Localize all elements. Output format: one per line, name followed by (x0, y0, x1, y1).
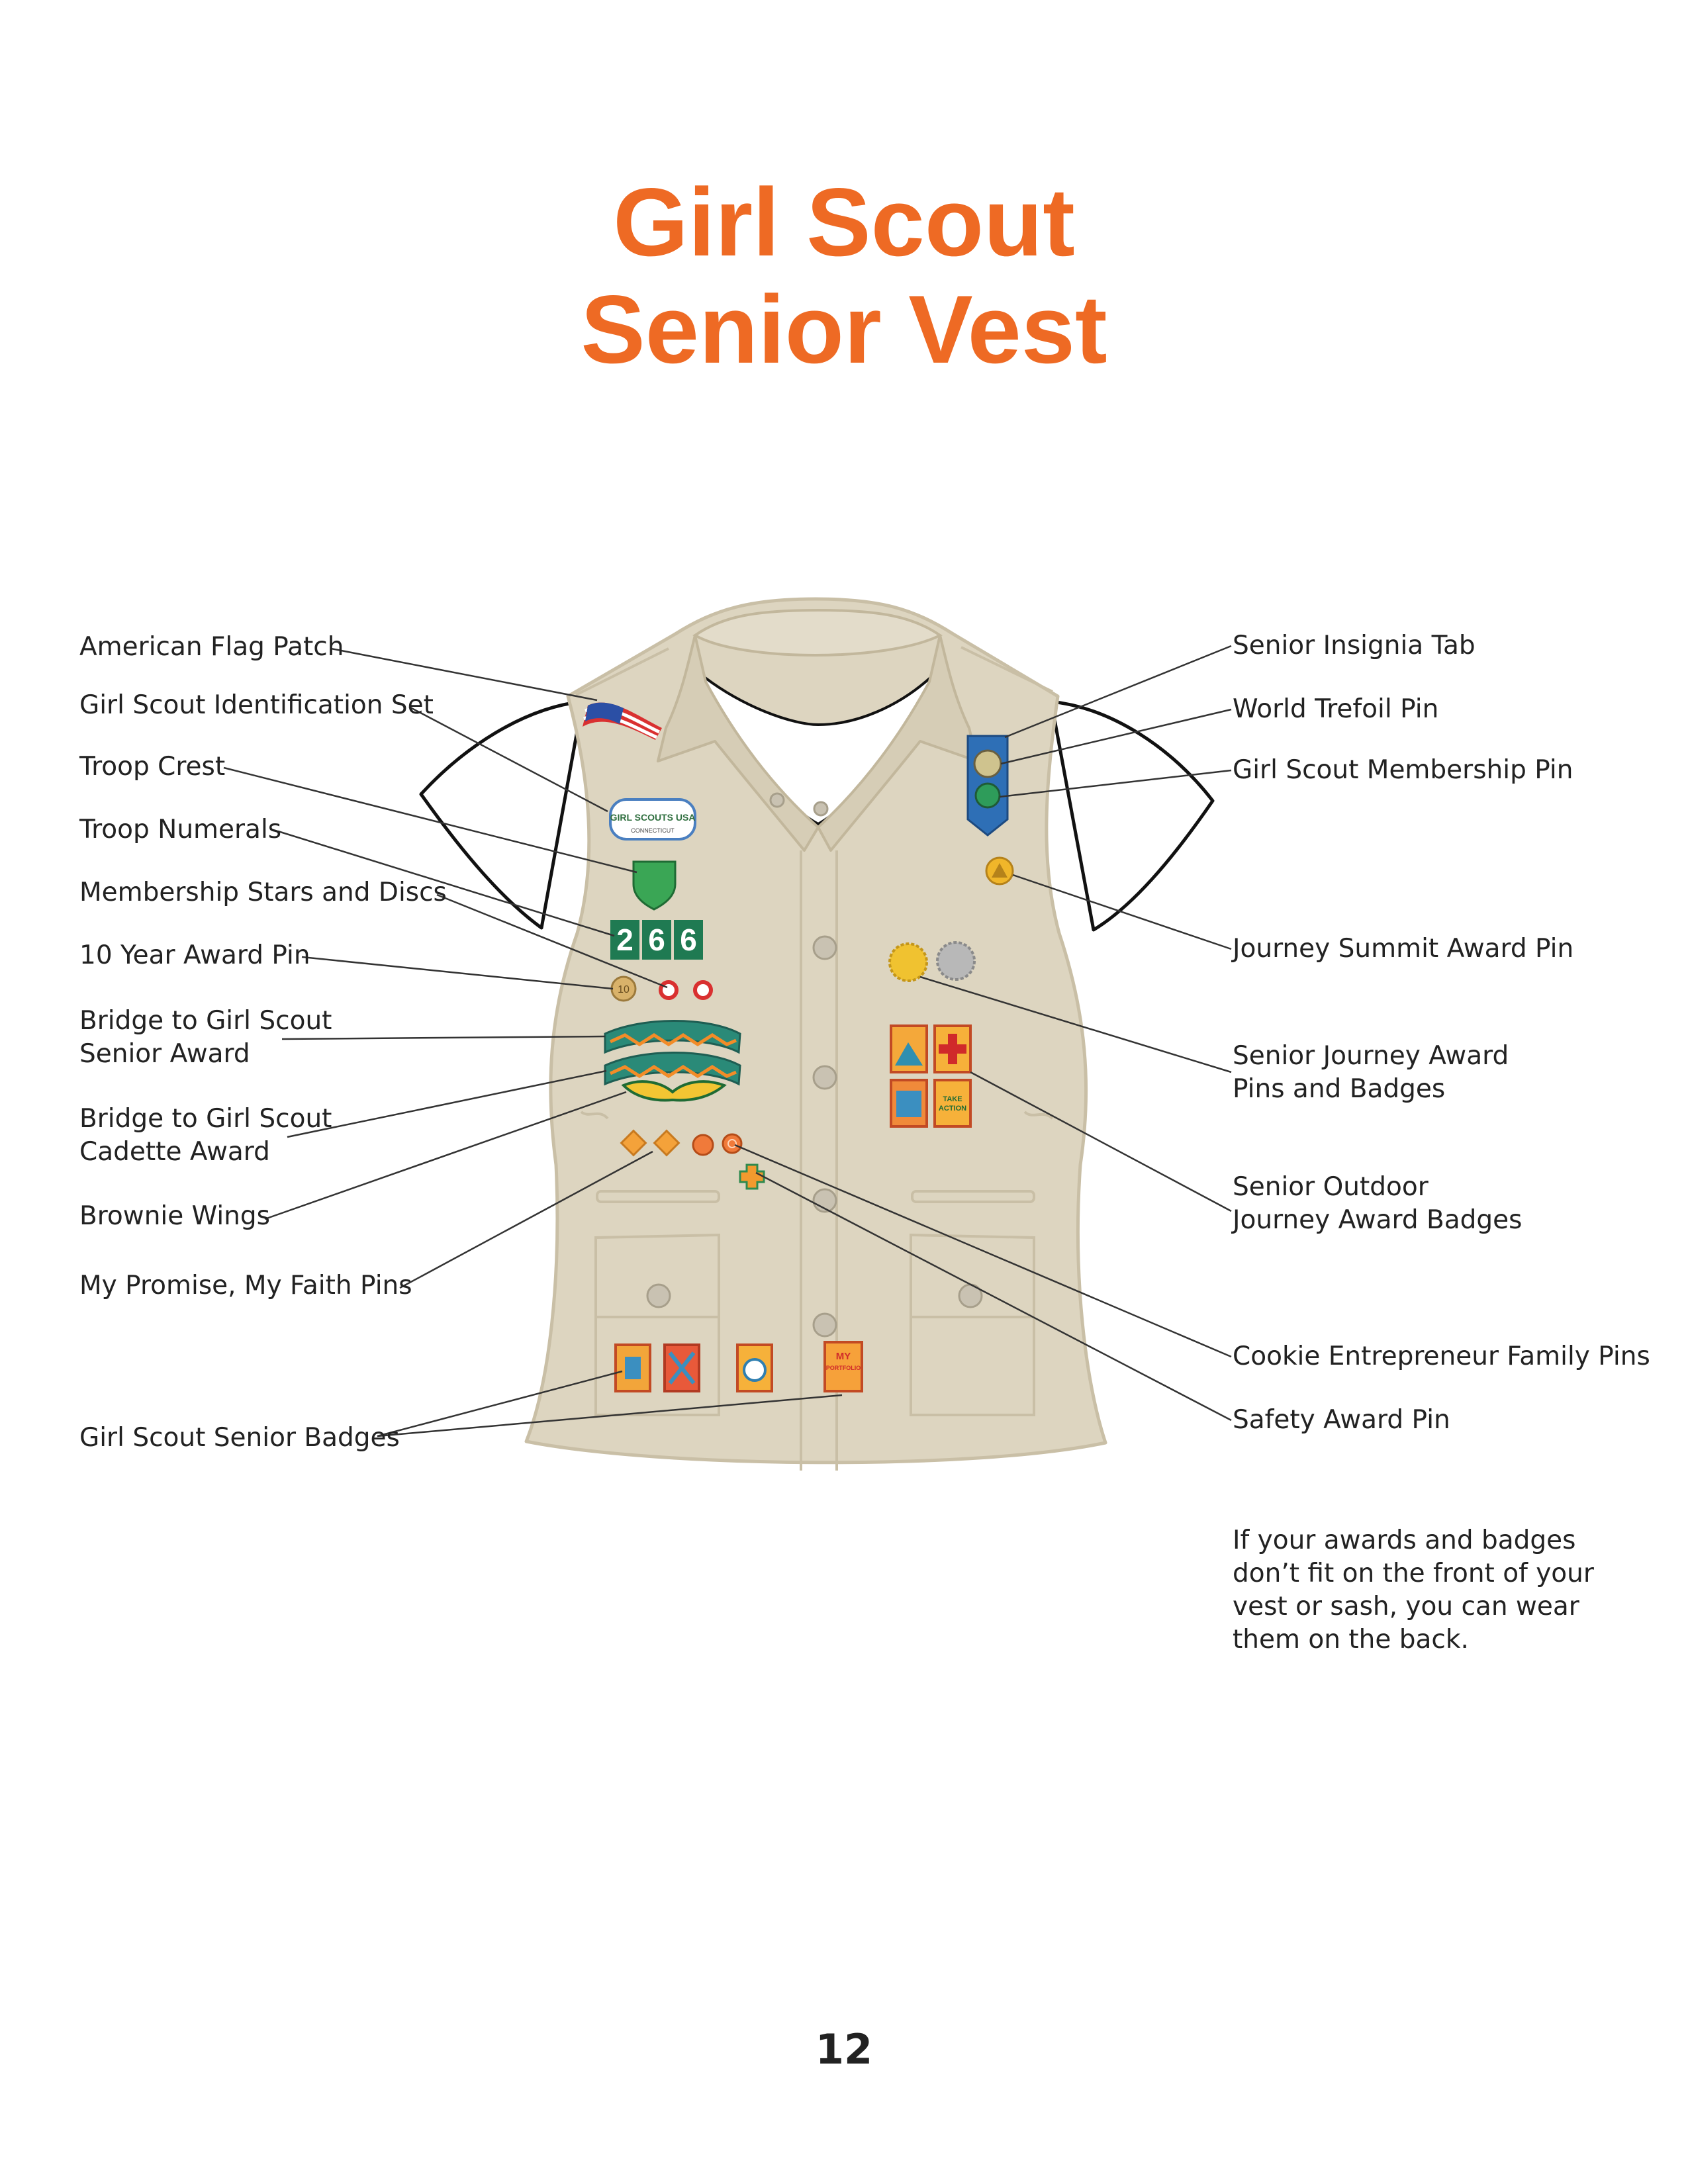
note-line-4: them on the back. (1233, 1625, 1469, 1655)
label-text: Troop Crest (79, 752, 226, 782)
label-my-promise-my-faith-pins: My Promise, My Faith Pins (79, 1269, 412, 1302)
label-text: World Trefoil Pin (1233, 694, 1439, 724)
ten-year-award-pin: 10 (610, 976, 637, 1002)
label-text: My Promise, My Faith Pins (79, 1271, 412, 1300)
troop-numerals: 2 6 6 (610, 920, 703, 960)
cookie-entrepreneur-pins (692, 1133, 743, 1156)
label-text-line-1: Senior Journey Award (1233, 1041, 1509, 1071)
id-set-text-1: GIRL SCOUTS USA (610, 812, 696, 823)
label-journey-summit-award-pin: Journey Summit Award Pin (1233, 933, 1573, 966)
bridge-cadette-award-pattern (609, 1065, 737, 1078)
vest-collar-right (817, 634, 978, 852)
label-troop-crest: Troop Crest (79, 751, 225, 784)
label-text: Girl Scout Identification Set (79, 690, 434, 720)
label-text: Journey Summit Award Pin (1233, 934, 1574, 964)
page-title-line-1: Girl Scout (613, 168, 1075, 276)
senior-outdoor-journey-badges: TAKE ACTION (890, 1024, 972, 1128)
note-line-1: If your awards and badges (1233, 1525, 1576, 1555)
id-set-text-2: CONNECTICUT (631, 827, 675, 834)
membership-pin (974, 782, 1001, 809)
my-promise-my-faith-pins (620, 1129, 680, 1157)
senior-journey-pin-gold (888, 942, 928, 982)
right-tshirt-sleeve (1049, 700, 1215, 932)
label-identification-set: Girl Scout Identification Set (79, 689, 434, 722)
label-senior-badges: Girl Scout Senior Badges (79, 1422, 400, 1455)
page-title-line-2: Senior Vest (581, 275, 1107, 383)
left-tshirt-sleeve (419, 700, 585, 930)
take-action-text-1: TAKE (943, 1095, 962, 1103)
label-membership-pin: Girl Scout Membership Pin (1233, 754, 1573, 787)
label-cookie-entrepreneur-pins: Cookie Entrepreneur Family Pins (1233, 1340, 1650, 1373)
troop-numeral-1: 2 (616, 923, 633, 957)
my-portfolio-text-2: PORTFOLIO (826, 1365, 861, 1371)
label-text: Safety Award Pin (1233, 1405, 1450, 1435)
page-title: Girl Scout Senior Vest (0, 169, 1688, 383)
label-safety-award-pin: Safety Award Pin (1233, 1404, 1450, 1437)
label-text: 10 Year Award Pin (79, 940, 310, 970)
troop-crest (632, 860, 677, 911)
label-senior-journey-award: Senior Journey Award Pins and Badges (1233, 1040, 1509, 1106)
identification-set: GIRL SCOUTS USA CONNECTICUT (609, 798, 696, 841)
label-text: Troop Numerals (79, 815, 282, 844)
label-text: American Flag Patch (79, 632, 344, 662)
right-shoulder-seam (961, 646, 1053, 693)
label-ten-year-award-pin: 10 Year Award Pin (79, 939, 310, 972)
label-text-line-1: Bridge to Girl Scout (79, 1104, 332, 1134)
label-text: Cookie Entrepreneur Family Pins (1233, 1342, 1650, 1371)
troop-numeral-3: 6 (680, 923, 697, 957)
label-text: Membership Stars and Discs (79, 878, 447, 907)
journey-summit-award-pin (985, 856, 1014, 886)
brownie-wings (621, 1080, 727, 1102)
vest-collar-back (692, 608, 943, 657)
take-action-text-2: ACTION (939, 1105, 966, 1113)
label-senior-outdoor-journey: Senior Outdoor Journey Award Badges (1233, 1171, 1523, 1237)
label-text-line-2: Journey Award Badges (1233, 1205, 1523, 1235)
label-text-line-1: Senior Outdoor (1233, 1172, 1429, 1202)
label-brownie-wings: Brownie Wings (79, 1200, 270, 1233)
label-world-trefoil-pin: World Trefoil Pin (1233, 693, 1438, 726)
label-text: Girl Scout Senior Badges (79, 1423, 400, 1453)
left-shoulder-seam (575, 647, 669, 696)
label-senior-insignia-tab: Senior Insignia Tab (1233, 629, 1476, 662)
troop-numeral-2: 6 (648, 923, 665, 957)
label-bridge-senior-award: Bridge to Girl Scout Senior Award (79, 1005, 332, 1071)
bridge-senior-award-pattern (609, 1033, 737, 1046)
label-text-line-2: Cadette Award (79, 1137, 270, 1167)
page-number: 12 (815, 2025, 873, 2073)
note-line-3: vest or sash, you can wear (1233, 1592, 1579, 1621)
my-portfolio-text-1: MY (836, 1351, 851, 1362)
label-troop-numerals: Troop Numerals (79, 813, 281, 846)
back-of-vest-note: If your awards and badges don’t fit on t… (1233, 1524, 1643, 1657)
american-flag-patch (583, 702, 662, 740)
label-text-line-2: Senior Award (79, 1039, 250, 1069)
safety-award-pin (739, 1163, 765, 1190)
label-text: Girl Scout Membership Pin (1233, 755, 1573, 785)
label-text-line-1: Bridge to Girl Scout (79, 1006, 332, 1036)
note-line-2: don’t fit on the front of your (1233, 1559, 1594, 1588)
ten-year-pin-text: 10 (618, 984, 630, 995)
senior-badges: MY PORTFOLIO (614, 1341, 863, 1392)
label-bridge-cadette-award: Bridge to Girl Scout Cadette Award (79, 1103, 332, 1169)
label-text: Brownie Wings (79, 1201, 270, 1231)
label-text: Senior Insignia Tab (1233, 631, 1476, 660)
label-text-line-2: Pins and Badges (1233, 1074, 1446, 1104)
senior-journey-pin-silver (936, 941, 976, 981)
label-membership-stars-discs: Membership Stars and Discs (79, 876, 447, 909)
label-american-flag-patch: American Flag Patch (79, 631, 344, 664)
world-trefoil-pin (973, 749, 1002, 778)
leader-lines (223, 645, 1232, 1437)
